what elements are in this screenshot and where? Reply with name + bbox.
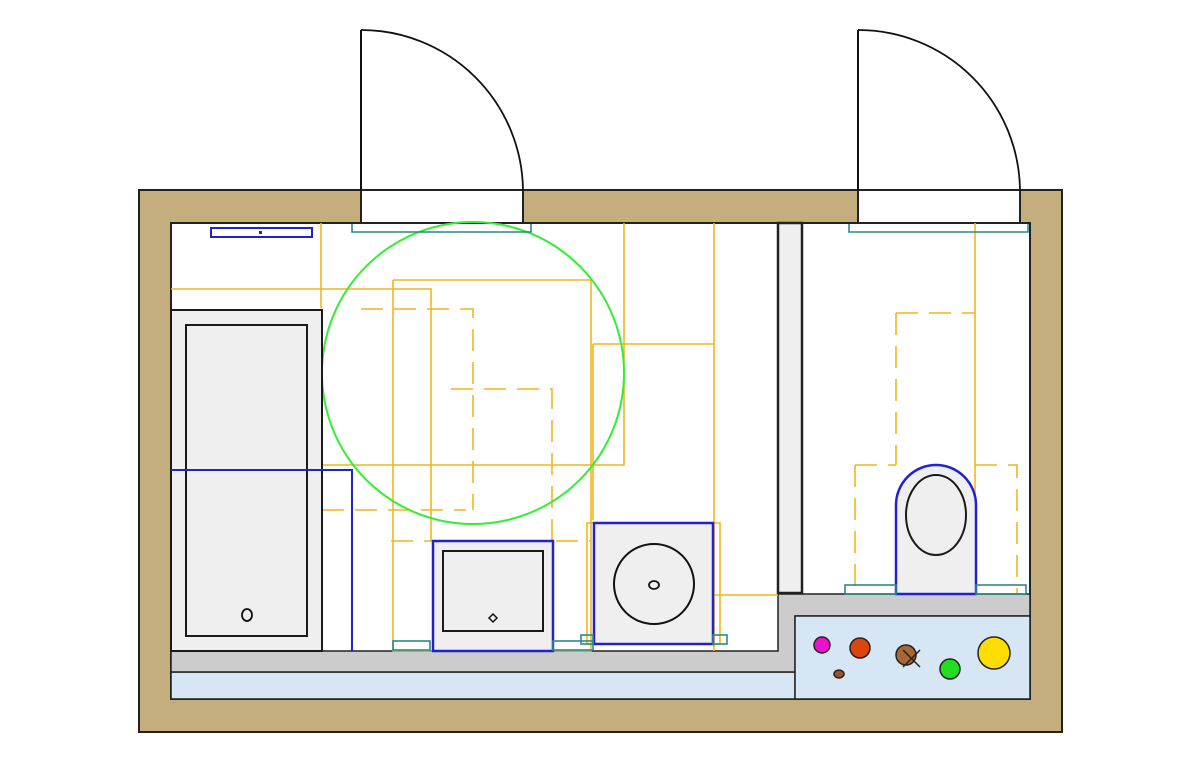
bathtub[interactable] [170,309,353,652]
radiator[interactable] [210,227,313,238]
washing-machine-body [592,521,715,646]
toilet-bowl [905,474,967,556]
pipe-yellow [977,636,1011,670]
washbasin-drain-icon [487,612,499,624]
bathtub-blue-outline [171,469,353,651]
teal-marker-6 [975,584,1027,595]
teal-marker-3 [580,634,594,645]
washing-machine-drain-icon [648,580,660,590]
toilet[interactable] [894,463,978,596]
door-swing-right [857,29,1021,191]
pipes [813,636,1011,680]
teal-marker-4 [712,634,728,645]
teal-markers [351,224,1029,651]
door-left[interactable] [360,29,524,191]
washing-machine-drum [613,543,695,625]
teal-marker-5 [844,584,897,595]
walls [138,189,1063,733]
pipe-small-brown [833,669,845,679]
zone-lines [171,223,1018,652]
door-right[interactable] [857,29,1021,191]
bottom-duct [170,671,796,700]
radiator-valve-icon [259,231,262,234]
bathtub-drain-icon [241,608,253,622]
teal-marker-2 [552,640,594,651]
washbasin-bowl [442,550,544,632]
door-opening-right [857,189,1021,224]
pipe-green [939,658,961,680]
door-swing-left [360,29,524,191]
door-opening-left [360,189,524,224]
washbasin[interactable] [431,539,555,653]
pipe-orange [849,637,871,659]
teal-door-marker-left [351,224,532,233]
pipe-magenta [813,636,831,654]
teal-marker-1 [392,640,431,651]
teal-door-marker-right [848,224,1029,233]
pipe-cross-icon [902,649,921,668]
washing-machine[interactable] [592,521,715,646]
partition-wall [776,221,804,595]
pipe-brown [895,644,917,666]
bathtub-inner [185,324,308,637]
